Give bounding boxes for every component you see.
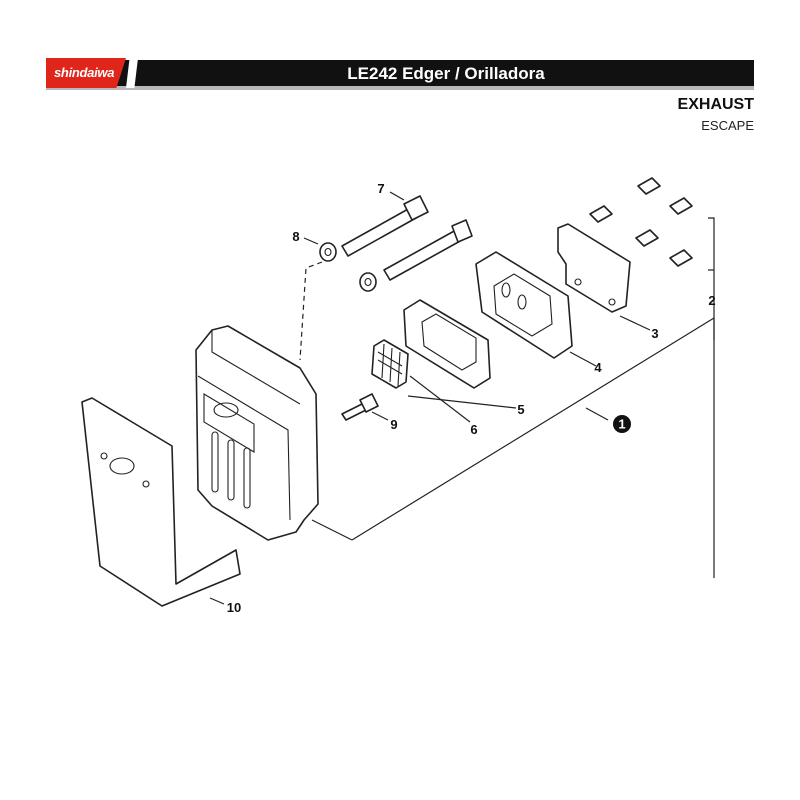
section-title: EXHAUST [677,96,754,113]
callout-8: 8 [292,229,299,244]
washer-part-8 [319,242,377,292]
heat-shield-part-10 [81,397,241,607]
assembly-bracket-lines [209,191,715,605]
page-title: LE242 Edger / Orilladora [347,64,545,83]
gasket-part-5 [403,299,491,389]
screen-part-6 [371,339,409,389]
callout-7: 7 [377,181,384,196]
callout-3: 3 [651,326,658,341]
section-subtitle: ESCAPE [701,118,754,133]
callout-1-badge [613,415,631,433]
callout-5: 5 [517,402,524,417]
plate-part-4 [475,251,573,359]
long-bolt-part-7 [341,195,473,281]
header-bar: shindaiwa LE242 Edger / Orilladora [46,58,754,92]
bolt-part-9 [341,393,379,421]
callout-4: 4 [594,360,602,375]
bracket-part-3 [557,223,631,313]
screw-set-part-2 [589,177,693,267]
callout-1: 1 [618,417,625,432]
header-black-band [46,60,754,86]
logo-separator [126,58,138,88]
callout-9: 9 [390,417,397,432]
callout-10: 10 [227,600,241,615]
brand-logo: shindaiwa [46,58,126,88]
callout-labels: 1 2 3 4 5 6 7 8 9 10 [227,181,716,615]
header-shadow [46,84,754,90]
muffler-body [195,325,319,541]
callout-6: 6 [470,422,477,437]
callout-2: 2 [708,293,715,308]
